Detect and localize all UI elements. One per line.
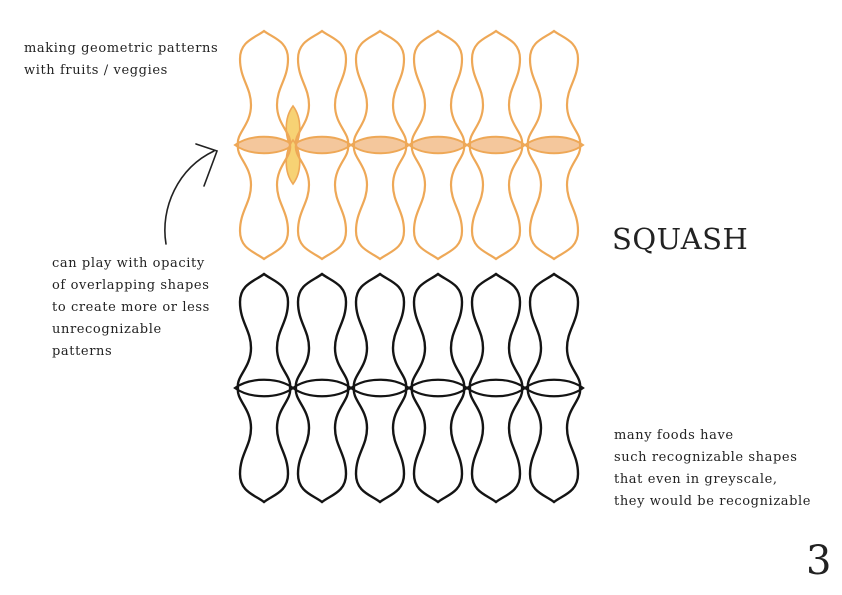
black-lens bbox=[523, 378, 585, 398]
black-lens bbox=[291, 378, 353, 398]
black-lens-row bbox=[233, 378, 585, 398]
black-squash bbox=[468, 272, 524, 504]
orange-lens bbox=[408, 135, 468, 155]
black-squash bbox=[294, 272, 350, 504]
black-squash bbox=[236, 272, 292, 504]
curved-arrow-icon bbox=[164, 143, 219, 245]
black-squash-pattern bbox=[233, 272, 585, 504]
orange-lens bbox=[292, 135, 352, 155]
orange-lens bbox=[234, 135, 294, 155]
black-lens bbox=[407, 378, 469, 398]
black-lens bbox=[349, 378, 411, 398]
black-squash bbox=[352, 272, 408, 504]
page-title: SQUASH bbox=[612, 222, 749, 256]
black-lens bbox=[233, 378, 295, 398]
orange-lens bbox=[466, 135, 526, 155]
orange-squash-pattern bbox=[234, 29, 584, 261]
black-squash bbox=[526, 272, 582, 504]
orange-lens bbox=[524, 135, 584, 155]
black-squash bbox=[410, 272, 466, 504]
note-recognizable-shapes: many foods have such recognizable shapes… bbox=[614, 428, 812, 509]
black-lens bbox=[465, 378, 527, 398]
orange-lens bbox=[350, 135, 410, 155]
page-number: 3 bbox=[806, 538, 832, 584]
note-geometric-patterns: making geometric patterns with fruits / … bbox=[24, 41, 219, 78]
note-opacity: can play with opacity of overlapping sha… bbox=[52, 256, 210, 359]
